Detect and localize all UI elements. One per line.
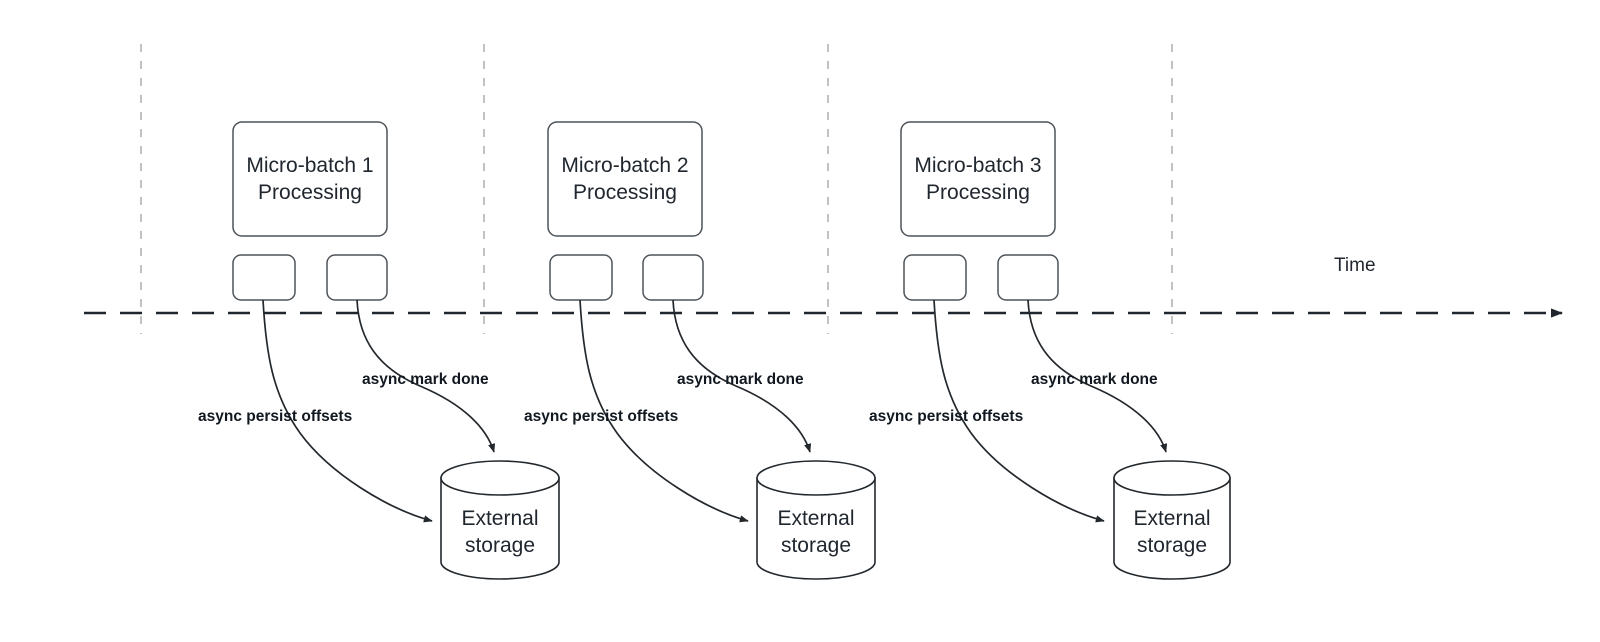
micro-batch-2-task-box-left[interactable] xyxy=(549,254,613,301)
group-3-shapes xyxy=(900,121,1231,580)
edge-async-persist-offsets-2 xyxy=(579,299,749,523)
edge-label-async-mark-done-1: async mark done xyxy=(362,371,489,388)
micro-batch-3-task-box-right[interactable] xyxy=(997,254,1059,301)
edge-label-async-persist-offsets-1: async persist offsets xyxy=(198,408,353,425)
group-1-shapes xyxy=(232,121,560,580)
edge-async-persist-offsets-1 xyxy=(262,299,433,523)
edge-async-mark-done-3 xyxy=(1027,299,1168,453)
edge-async-mark-done-1 xyxy=(356,299,496,453)
external-storage-3-cylinder[interactable] xyxy=(1113,460,1231,580)
edge-label-async-mark-done-2: async mark done xyxy=(677,371,804,388)
micro-batch-1-task-box-left[interactable] xyxy=(232,254,296,301)
time-axis-label: Time xyxy=(1334,255,1376,276)
micro-batch-3-task-box-left[interactable] xyxy=(903,254,967,301)
micro-batch-2-box[interactable] xyxy=(547,121,703,237)
edge-async-mark-done-2 xyxy=(672,299,812,453)
edge-async-persist-offsets-3 xyxy=(933,299,1105,523)
micro-batch-3-box[interactable] xyxy=(900,121,1056,237)
external-storage-2-cylinder[interactable] xyxy=(756,460,876,580)
micro-batch-1-task-box-right[interactable] xyxy=(326,254,388,301)
edge-label-async-mark-done-3: async mark done xyxy=(1031,371,1158,388)
external-storage-1-cylinder[interactable] xyxy=(440,460,560,580)
group-2-shapes xyxy=(547,121,876,580)
edge-label-async-persist-offsets-2: async persist offsets xyxy=(524,408,679,425)
tick-line-group xyxy=(140,44,1173,334)
edge-label-async-persist-offsets-3: async persist offsets xyxy=(869,408,1024,425)
micro-batch-1-box[interactable] xyxy=(232,121,388,237)
micro-batch-2-task-box-right[interactable] xyxy=(642,254,704,301)
